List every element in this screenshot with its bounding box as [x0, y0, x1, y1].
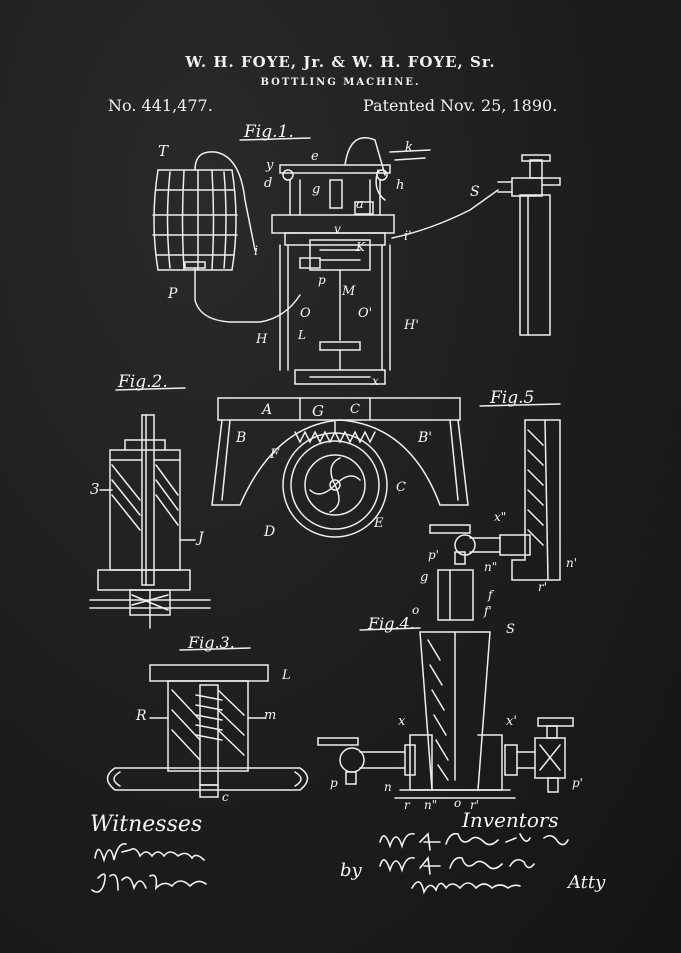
inventor-signature-2 [379, 856, 535, 875]
patent-date: Patented Nov. 25, 1890. [363, 96, 558, 115]
label-n-fig4: n [384, 780, 392, 794]
label-O: O [300, 306, 311, 321]
label-3: 3 [90, 480, 100, 498]
label-H: H [256, 332, 268, 347]
label-K: K [356, 240, 365, 254]
label-h: h [396, 178, 405, 193]
label-A: A [262, 402, 273, 418]
label-B: B [236, 430, 247, 446]
label-H-prime: H' [404, 318, 419, 333]
label-E: E [374, 516, 384, 531]
attorney-signature [411, 881, 521, 895]
label-g-fig4: g [420, 570, 429, 585]
label-d: d [264, 176, 273, 191]
label-y: y [266, 158, 274, 173]
label-p: p [318, 273, 326, 287]
fig3-cap-section [106, 664, 309, 798]
label-o-fig4: o [454, 796, 462, 810]
inventors-label: Inventors [462, 808, 559, 832]
patent-number: No. 441,477. [108, 96, 213, 115]
fig5-title: Fig.5 [490, 388, 535, 408]
label-a: a [356, 197, 364, 212]
label-c: c [222, 790, 229, 804]
label-o: o [412, 603, 420, 617]
label-m: m [264, 708, 277, 723]
label-p-prime: p' [428, 548, 439, 562]
label-F: F [270, 447, 280, 462]
label-M: M [342, 284, 356, 299]
label-B-prime: B' [418, 430, 433, 446]
label-k: k [405, 140, 413, 155]
label-g: g [312, 182, 321, 197]
label-C: C [350, 402, 360, 417]
label-i: i [254, 244, 259, 259]
label-i-prime: i' [404, 229, 412, 244]
barrel [152, 151, 256, 271]
inventors-line: W. H. FOYE, Jr. & W. H. FOYE, Sr. [185, 53, 496, 71]
label-T: T [158, 142, 169, 160]
label-S-fig4: S [506, 622, 515, 637]
label-S: S [470, 184, 480, 200]
fig2-valve-section [89, 414, 211, 629]
label-C-wheel: C [396, 480, 406, 495]
witnesses-label: Witnesses [90, 812, 203, 837]
label-P: P [168, 286, 178, 302]
fig3-title: Fig.3. [188, 633, 235, 652]
label-r-prime-fig4: r' [470, 798, 480, 812]
fig1-title: Fig.1. [244, 122, 294, 142]
inventor-signature-1 [379, 832, 569, 851]
label-p-prime-fig4: p' [572, 776, 583, 790]
label-n-dprime: n" [484, 560, 498, 574]
label-J: J [198, 530, 204, 546]
label-x-dprime: x" [494, 510, 507, 524]
gas-cylinder [497, 154, 561, 336]
label-v: v [334, 222, 341, 236]
label-R: R [136, 708, 147, 724]
label-e: e [311, 149, 319, 164]
patent-title: BOTTLING MACHINE. [260, 77, 421, 88]
atty-label: Atty [568, 872, 606, 893]
label-D: D [264, 524, 276, 540]
label-n-prime: n' [566, 556, 578, 570]
witness-signature-2 [91, 873, 207, 893]
fig1-machine [152, 137, 499, 538]
label-L: L [298, 328, 306, 342]
label-f: f [488, 588, 493, 602]
label-O-prime: O' [358, 306, 373, 321]
label-p-fig4: p [330, 776, 338, 790]
fig5-section [429, 419, 561, 581]
fig2-title: Fig.2. [118, 372, 168, 392]
label-r-fig4: r [404, 798, 410, 812]
label-x-fig4: x [398, 714, 406, 729]
label-L-fig3: L [282, 668, 291, 683]
label-x: x [372, 374, 379, 388]
label-x-prime-fig4: x' [506, 714, 517, 729]
label-r-prime: r' [538, 580, 548, 594]
witness-signature-1 [94, 843, 205, 863]
label-n-dprime-fig4: n" [424, 798, 438, 812]
by-label: by [340, 860, 362, 881]
label-f-prime: f' [484, 604, 492, 618]
label-G: G [312, 402, 324, 420]
fig4-section [317, 569, 574, 799]
fig4-title: Fig.4. [368, 614, 415, 633]
